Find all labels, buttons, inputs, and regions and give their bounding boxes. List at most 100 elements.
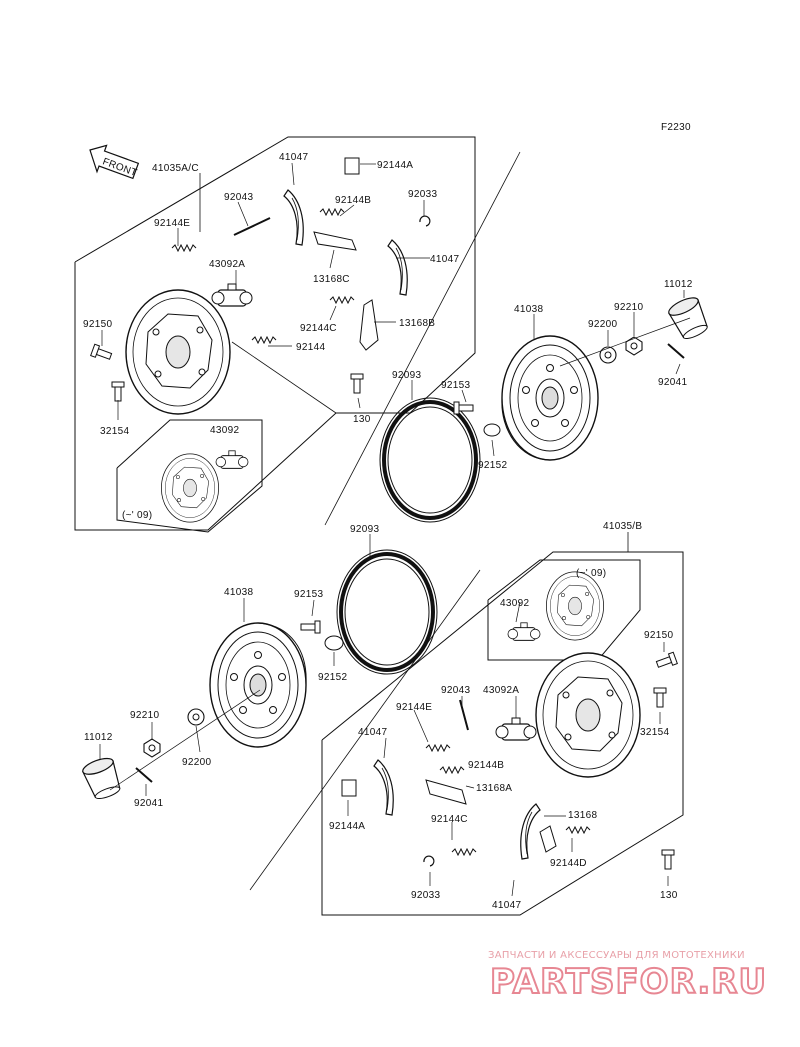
- label-92152-top: 92152: [478, 460, 507, 471]
- spring-92144e: [171, 244, 197, 252]
- spring-92144b: [319, 208, 345, 216]
- washer-92200-bottom: [187, 708, 205, 726]
- bottom-group-outline: [321, 551, 684, 916]
- front-arrow: FRONT: [89, 144, 140, 180]
- bottom-assembly: [80, 532, 684, 916]
- label-92144a-top: 92144A: [377, 160, 413, 171]
- bushing-92152-bottom: [324, 635, 344, 651]
- label-92150-bottom: 92150: [644, 630, 673, 641]
- label-13168c: 13168C: [313, 274, 350, 285]
- label-92144e-top: 92144E: [154, 218, 190, 229]
- seal-ring-bottom: [335, 548, 439, 676]
- label-92043-bottom: 92043: [441, 685, 470, 696]
- pin-92043-bottom: [459, 699, 469, 731]
- label-41047-d: 41047: [492, 900, 521, 911]
- brake-shoe-top-a: [283, 189, 304, 246]
- bolt-32154-bottom: [653, 687, 667, 708]
- label-92153-bottom: 92153: [294, 589, 323, 600]
- bolt-92153-top: [453, 401, 474, 415]
- spring-92144c: [329, 296, 355, 304]
- label-92144c-top: 92144C: [300, 323, 337, 334]
- spring-92144e-bottom: [425, 744, 451, 752]
- label-13168: 13168: [568, 810, 597, 821]
- bottom-inset-backplate: [546, 571, 604, 641]
- bolt-92153-bottom: [300, 620, 321, 634]
- label-41038-bottom: 41038: [224, 587, 253, 598]
- label-11012-top: 11012: [664, 279, 693, 290]
- label-92033-top: 92033: [408, 189, 437, 200]
- label-92041-top: 92041: [658, 377, 687, 388]
- label-41047-a: 41047: [279, 152, 308, 163]
- label-130-bottom: 130: [660, 890, 678, 901]
- watermark-logo: PARTSFOR.RU: [489, 961, 768, 1003]
- seal-ring-top: [378, 396, 482, 524]
- variant-label-top: (~' 09): [122, 510, 152, 521]
- clip-92144a-bottom: [341, 779, 357, 797]
- top-inset-backplate: [161, 453, 219, 523]
- top-variant-inset: [116, 419, 263, 533]
- label-43092a-bottom: 43092A: [483, 685, 519, 696]
- brake-shoe-bottom-a: [373, 759, 394, 816]
- bottom-backplate: [535, 652, 641, 778]
- watermark-tagline: ЗАПЧАСТИ И АКСЕССУАРЫ ДЛЯ МОТОТЕХНИКИ: [488, 950, 745, 961]
- label-92150-top: 92150: [83, 319, 112, 330]
- clip-92033-bottom: [423, 855, 435, 867]
- label-92144a-bottom: 92144A: [329, 821, 365, 832]
- lever-13168a: [425, 779, 467, 805]
- spring-92144: [251, 336, 277, 344]
- group-label-top: 41035A/C: [152, 163, 199, 174]
- group-label-bottom: 41035/B: [603, 521, 642, 532]
- label-92093-top: 92093: [392, 370, 421, 381]
- label-92093-bottom: 92093: [350, 524, 379, 535]
- label-32154-bottom: 32154: [640, 727, 669, 738]
- label-41038-top: 41038: [514, 304, 543, 315]
- bottom-inset-cylinder: [507, 622, 541, 641]
- wheel-cylinder-bottom: [495, 717, 537, 741]
- nut-92210-bottom: [143, 738, 161, 758]
- bolt-92150-top: [90, 343, 114, 363]
- clip-92033-top: [419, 215, 431, 227]
- washer-92200-top: [599, 346, 617, 364]
- lever-13168c: [313, 231, 357, 251]
- label-13168a: 13168A: [476, 783, 512, 794]
- part-labels: F2230 41035A/C 41047 92144A 92043 92144B…: [83, 122, 693, 911]
- label-92041-bottom: 92041: [134, 798, 163, 809]
- label-92210-bottom: 92210: [130, 710, 159, 721]
- clip-92144a: [344, 157, 360, 175]
- label-92144e-bottom: 92144E: [396, 702, 432, 713]
- bottom-variant-inset: [487, 559, 641, 661]
- brake-drum-bottom: [209, 622, 307, 748]
- bolt-130-top: [350, 373, 364, 394]
- spring-92144c-bottom: [451, 848, 477, 856]
- label-11012-bottom: 11012: [84, 732, 113, 743]
- label-41047-b: 41047: [430, 254, 459, 265]
- bolt-92150-bottom: [654, 651, 678, 671]
- brake-shoe-bottom-b: [520, 803, 541, 860]
- cap-11012-bottom: [80, 754, 125, 803]
- label-92200-top: 92200: [588, 319, 617, 330]
- label-92144b-bottom: 92144B: [468, 760, 504, 771]
- label-92144c-bottom: 92144C: [431, 814, 468, 825]
- bushing-92152-top: [483, 423, 501, 437]
- variant-label-bottom: (~' 09): [576, 568, 606, 579]
- pin-92043: [233, 217, 271, 236]
- label-92043-top: 92043: [224, 192, 253, 203]
- pin-92041-bottom: [135, 767, 153, 783]
- brake-drum-top: [501, 335, 599, 461]
- label-43092-bottom: 43092: [500, 598, 529, 609]
- label-32154-top: 32154: [100, 426, 129, 437]
- label-130-top: 130: [353, 414, 371, 425]
- label-43092a-top: 43092A: [209, 259, 245, 270]
- label-41047-c: 41047: [358, 727, 387, 738]
- bolt-32154-top: [111, 381, 125, 402]
- label-92152-bottom: 92152: [318, 672, 347, 683]
- lever-13168b: [359, 299, 379, 351]
- label-92210-top: 92210: [614, 302, 643, 313]
- label-43092-top: 43092: [210, 425, 239, 436]
- label-92200-bottom: 92200: [182, 757, 211, 768]
- label-92153-top: 92153: [441, 380, 470, 391]
- top-inset-cylinder: [215, 450, 249, 469]
- spring-92144b-bottom: [439, 766, 465, 774]
- spring-92144d: [565, 826, 591, 834]
